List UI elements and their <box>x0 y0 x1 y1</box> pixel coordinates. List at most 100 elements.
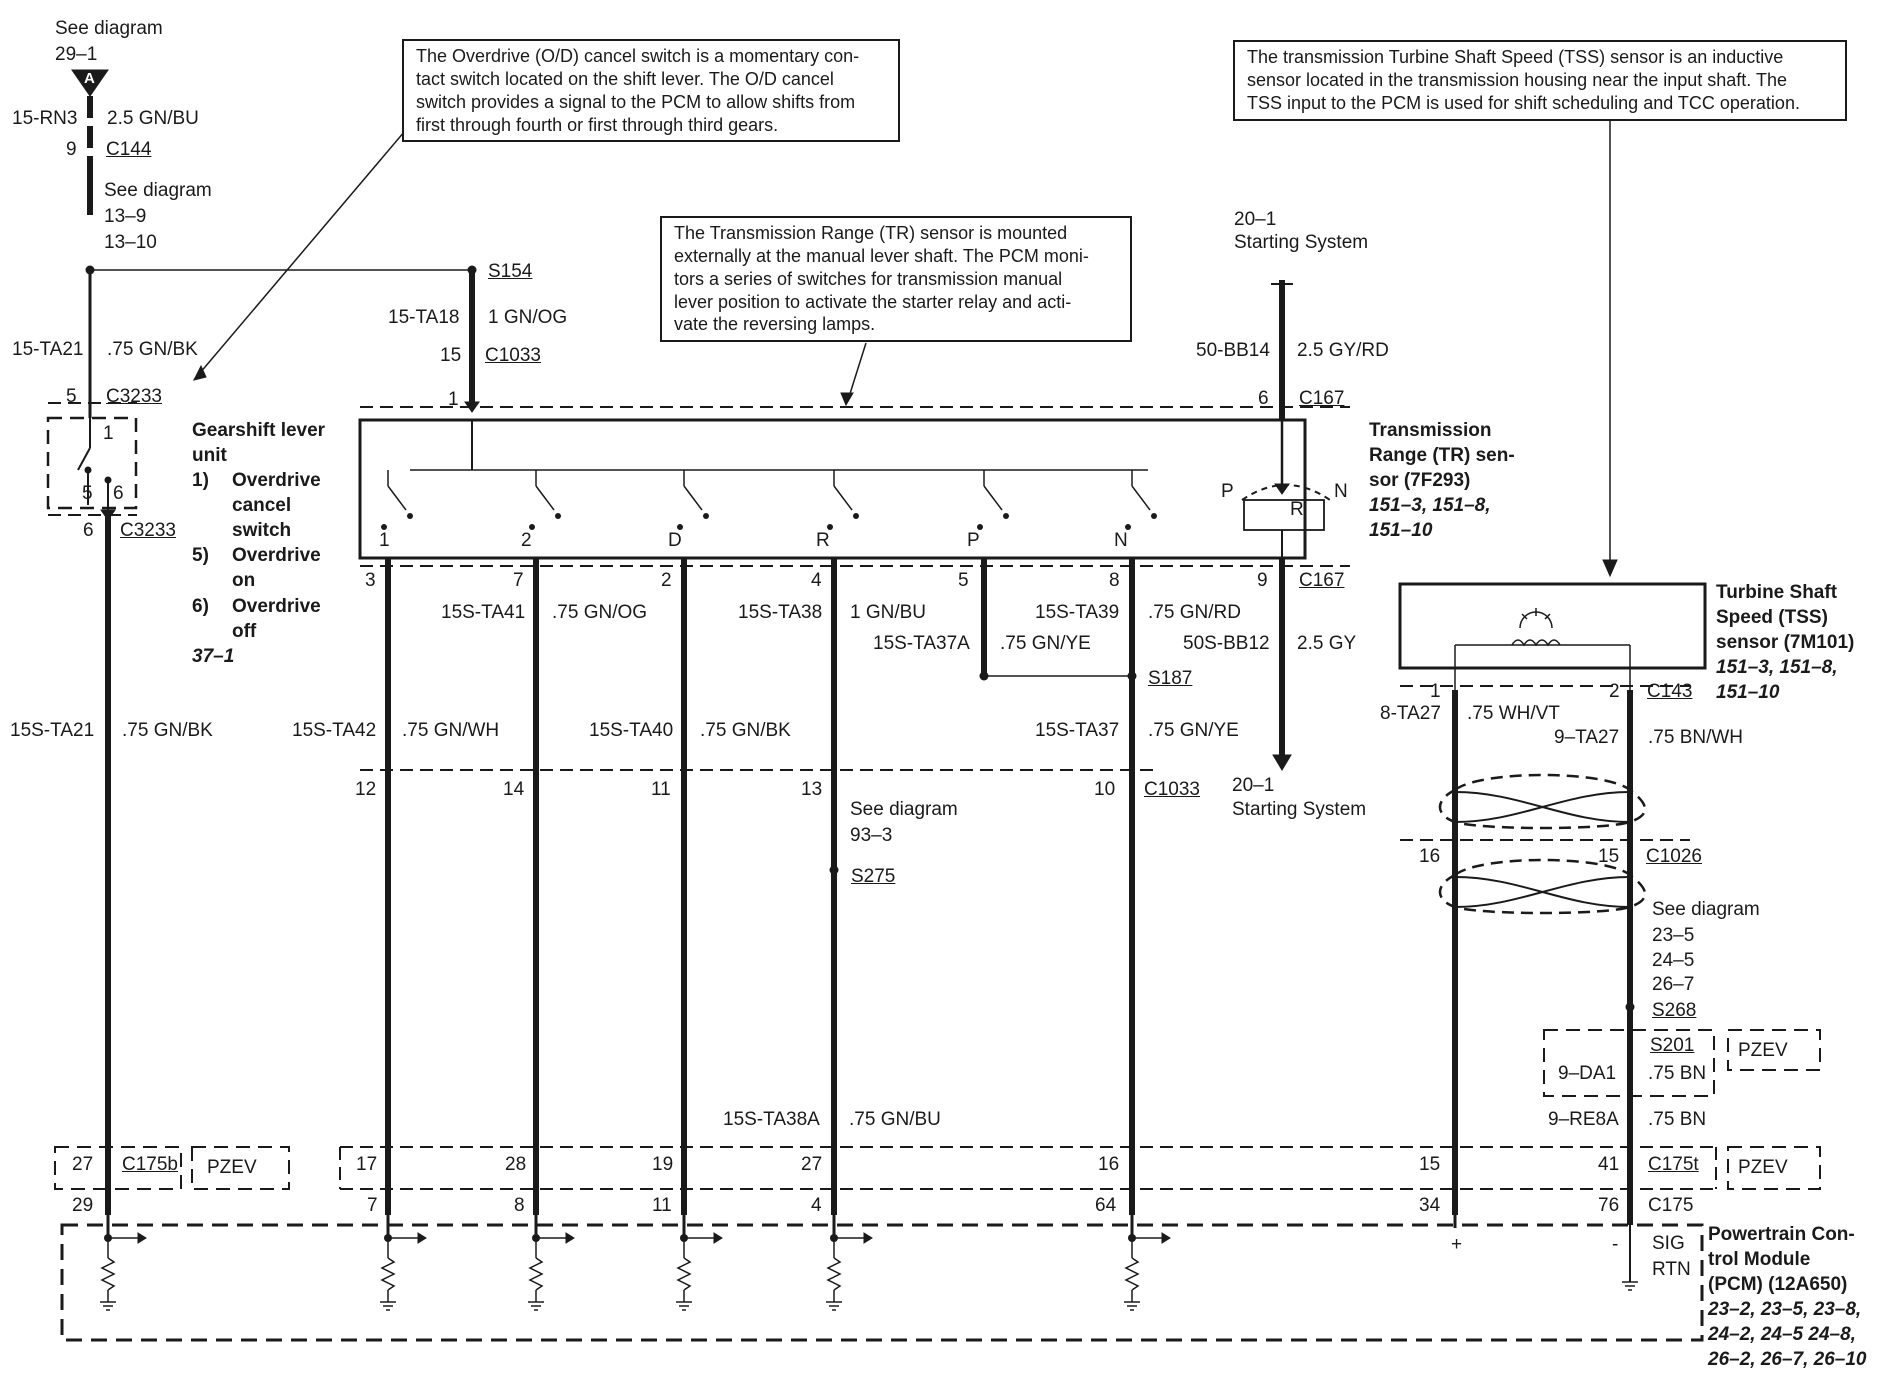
c175t-pin-17: 17 <box>356 1154 378 1175</box>
circuit-15s-ta37a: 15S-TA37A <box>873 633 970 654</box>
wire-75-bn-re8a: .75 BN <box>1648 1109 1707 1130</box>
starting-bottom-arrow <box>1272 754 1292 771</box>
pcm-buffer-0 <box>137 1232 147 1244</box>
starting-top-label: Starting System <box>1234 232 1369 253</box>
pcm-title-line-3: (PCM) (12A650) <box>1708 1274 1848 1296</box>
tr-switch-contact-0 <box>407 513 413 519</box>
prn-label-n: N <box>1334 481 1348 502</box>
gearshift-ref: 37–1 <box>192 645 235 667</box>
gearshift-item-5-line-2: on <box>232 570 256 592</box>
see-diagram-24-5: 24–5 <box>1652 950 1695 971</box>
tr-out-pin-9: 9 <box>1257 570 1268 591</box>
see-diagram-26-7: 26–7 <box>1652 974 1695 995</box>
prn-label-p: P <box>1221 481 1234 502</box>
pzev-label-c175b: PZEV <box>207 1157 257 1178</box>
pcm-rtn-label: RTN <box>1652 1259 1691 1280</box>
pcm-buffer-5 <box>1161 1232 1171 1244</box>
wire-75-gn-ye: .75 GN/YE <box>1148 720 1239 741</box>
see-diagram-93-3: 93–3 <box>850 825 893 846</box>
note-tr-line-2: externally at the manual lever shaft. Th… <box>674 245 1089 266</box>
wire-75-gn-bk-top: .75 GN/BK <box>107 339 198 360</box>
pcm-box <box>60 1223 1704 1342</box>
note-tr-line-3: tors a series of switches for transmissi… <box>674 268 1063 289</box>
pcm-buffer-1 <box>417 1232 427 1244</box>
wire-2-5-gn-bu: 2.5 GN/BU <box>107 108 199 129</box>
tr-switch-contact-3 <box>853 513 859 519</box>
circuit-9-da1: 9–DA1 <box>1558 1063 1617 1084</box>
c1026-pin-15: 15 <box>1598 846 1620 867</box>
splice-dot-s275 <box>829 865 839 875</box>
tss-pin-1: 1 <box>1430 681 1441 702</box>
leader-tss-arrowhead <box>1602 559 1618 578</box>
gearshift-item-1-line-3: switch <box>232 520 292 542</box>
c175b-box <box>54 1146 182 1190</box>
pzev-label-s201: PZEV <box>1738 1040 1788 1061</box>
c1026-pin-16: 16 <box>1419 846 1441 867</box>
circuit-15s-ta38: 15S-TA38 <box>738 602 823 623</box>
connector-c175t: C175t <box>1648 1154 1699 1175</box>
tr-switch-blade-0 <box>387 485 407 511</box>
c167-top-pin: 6 <box>1258 388 1269 409</box>
tr-out-pin-4: 4 <box>811 570 822 591</box>
c175t-pin-41: 41 <box>1598 1154 1620 1175</box>
gearshift-unit-box <box>46 416 138 510</box>
tr-switch-pin-dot-1 <box>529 524 535 530</box>
circuit-9-re8a: 9–RE8A <box>1548 1109 1619 1130</box>
tss-coil <box>1511 639 1561 647</box>
note-od-line-2: tact switch located on the shift lever. … <box>416 68 834 89</box>
tr-switch-pin-dot-2 <box>677 524 683 530</box>
c175-pin-76: 76 <box>1598 1195 1620 1216</box>
tr-prn-bracket <box>1243 499 1325 531</box>
note-tss-line-1: The transmission Turbine Shaft Speed (TS… <box>1247 47 1784 67</box>
c1033-pin-11: 11 <box>651 779 671 800</box>
tr-title-line-3: sor (7F293) <box>1369 470 1471 492</box>
c175-pin-11: 11 <box>652 1195 672 1216</box>
tr-switch-pin-dot-0 <box>381 524 387 530</box>
tr-input-pin-1: 1 <box>448 389 459 410</box>
connector-c144: C144 <box>106 139 152 160</box>
tss-sensor-title: Turbine Shaft Speed (TSS) sensor (7M101)… <box>1716 580 1854 705</box>
pzev-tag-s201 <box>1727 1029 1821 1071</box>
splice-s268: S268 <box>1652 1000 1697 1021</box>
pzev-tag-c175t <box>1727 1146 1821 1190</box>
leader-tr-note <box>847 342 867 401</box>
note-od-line-4: first through fourth or first through th… <box>416 114 779 135</box>
wire-75-bn-da1: .75 BN <box>1648 1063 1707 1084</box>
gsl-switch-blade <box>77 447 91 471</box>
circuit-15s-ta40: 15S-TA40 <box>589 720 674 741</box>
tr-prn-pointer <box>1274 483 1290 495</box>
gsl-pin-dot-5 <box>84 466 92 474</box>
tr-refs-line-2: 151–10 <box>1369 520 1433 542</box>
pzev-box-s201 <box>1543 1029 1715 1097</box>
note-tss-sensor: The transmission Turbine Shaft Speed (TS… <box>1233 40 1847 121</box>
c144-pin: 9 <box>66 139 77 160</box>
circuit-15-ta18: 15-TA18 <box>388 307 460 328</box>
twisted-pair-upper <box>1454 791 1631 823</box>
tr-sensor-box <box>358 418 1307 560</box>
splice-dot-s268 <box>1625 1002 1635 1012</box>
tss-magnet-tick-l <box>1521 613 1528 620</box>
tss-sensor-box <box>1398 582 1707 670</box>
c175t-pin-27: 27 <box>801 1154 823 1175</box>
connector-c175: C175 <box>1648 1195 1694 1216</box>
connector-a-letter: A <box>84 70 95 87</box>
wire-75-wh-vt: .75 WH/VT <box>1467 703 1560 724</box>
circuit-15s-ta42: 15S-TA42 <box>292 720 377 741</box>
note-tss-line-3: TSS input to the PCM is used for shift s… <box>1247 92 1800 113</box>
c175b-pin-27: 27 <box>72 1154 94 1175</box>
wire-75-gn-og: .75 GN/OG <box>552 602 648 623</box>
c1033-pin-14: 14 <box>503 779 525 800</box>
circuit-8-ta27: 8-TA27 <box>1380 703 1441 724</box>
c3233-bottom-pin: 6 <box>83 520 94 541</box>
note-od-line-1: The Overdrive (O/D) cancel switch is a m… <box>416 46 860 66</box>
see-diagram-23-label: See diagram <box>1652 899 1760 920</box>
wire-75-gn-bu: .75 GN/BU <box>849 1109 941 1130</box>
note-tr-sensor: The Transmission Range (TR) sensor is mo… <box>660 216 1132 343</box>
tr-title-line-1: Transmission <box>1369 420 1492 441</box>
tr-switch-blade-3 <box>833 485 853 511</box>
circuit-15s-ta38a: 15S-TA38A <box>723 1109 820 1130</box>
c1033-top-pin: 15 <box>440 345 462 366</box>
pcm-sig-label: SIG <box>1652 1233 1685 1254</box>
